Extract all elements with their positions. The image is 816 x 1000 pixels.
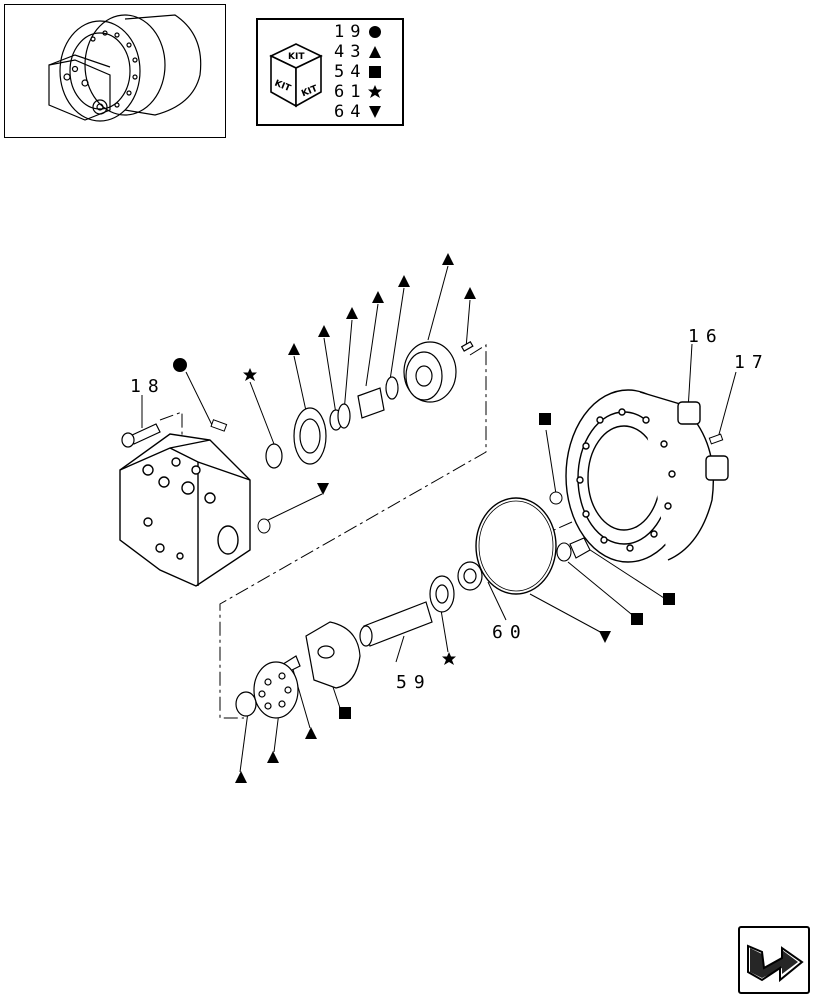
bearing-part <box>265 443 283 469</box>
shaft-part <box>363 601 433 647</box>
return-arrow-icon <box>747 944 804 983</box>
triangle-down-icon <box>368 105 382 119</box>
callout-17: 17 <box>734 352 770 373</box>
assembly-thumbnail[interactable] <box>4 4 226 138</box>
kit-legend: KIT KIT KIT 19 43 54 61 64 <box>256 18 404 126</box>
callout-16: 16 <box>688 326 724 347</box>
kit-row-54: 54 <box>334 62 382 82</box>
triangle-marker <box>305 727 317 739</box>
kit-row-19: 19 <box>334 22 382 42</box>
square-marker <box>339 707 351 719</box>
kit-code: 43 <box>334 42 367 62</box>
o-ring-seal <box>475 497 557 595</box>
spring-part <box>357 387 385 419</box>
valve-block <box>119 433 251 587</box>
triangle-down-marker <box>599 631 611 643</box>
callout-18: 18 <box>130 376 166 397</box>
triangle-marker <box>346 307 358 319</box>
kit-code: 61 <box>334 82 367 102</box>
cap-screw <box>121 423 161 448</box>
star-icon <box>368 85 383 99</box>
port-plate <box>253 661 299 719</box>
return-nav-button[interactable] <box>738 926 810 994</box>
dash-line <box>553 521 573 531</box>
callout-60: 60 <box>492 622 528 643</box>
kit-code: 54 <box>334 62 367 82</box>
kit-row-61: 61 <box>334 82 383 102</box>
triangle-marker <box>267 751 279 763</box>
motor-housing <box>565 389 729 563</box>
callout-59: 59 <box>396 672 432 693</box>
triangle-marker <box>288 343 300 355</box>
nut-part <box>235 691 257 717</box>
kit-code: 19 <box>334 22 367 42</box>
circle-marker <box>173 358 187 372</box>
kit-cube-top-label: KIT <box>288 52 305 62</box>
triangle-marker <box>398 275 410 287</box>
square-marker <box>663 593 675 605</box>
triangle-marker <box>318 325 330 337</box>
dash-line <box>219 344 487 719</box>
triangle-marker <box>464 287 476 299</box>
kit-code: 64 <box>334 102 367 122</box>
triangle-marker <box>235 771 247 783</box>
square-marker <box>539 413 551 425</box>
star-marker <box>442 652 456 665</box>
kit-cube-icon: KIT KIT KIT <box>269 43 323 108</box>
square-marker <box>631 613 643 625</box>
kit-row-43: 43 <box>334 42 382 62</box>
triangle-down-marker <box>317 483 329 495</box>
circle-icon <box>368 25 382 39</box>
triangle-up-icon <box>368 45 382 59</box>
hydraulic-motor-thumbnail-icon <box>48 14 202 122</box>
triangle-marker <box>442 253 454 265</box>
triangle-marker <box>372 291 384 303</box>
dash-line <box>159 411 183 440</box>
star-marker <box>243 368 257 381</box>
kit-row-64: 64 <box>334 102 382 122</box>
square-icon <box>368 65 382 79</box>
